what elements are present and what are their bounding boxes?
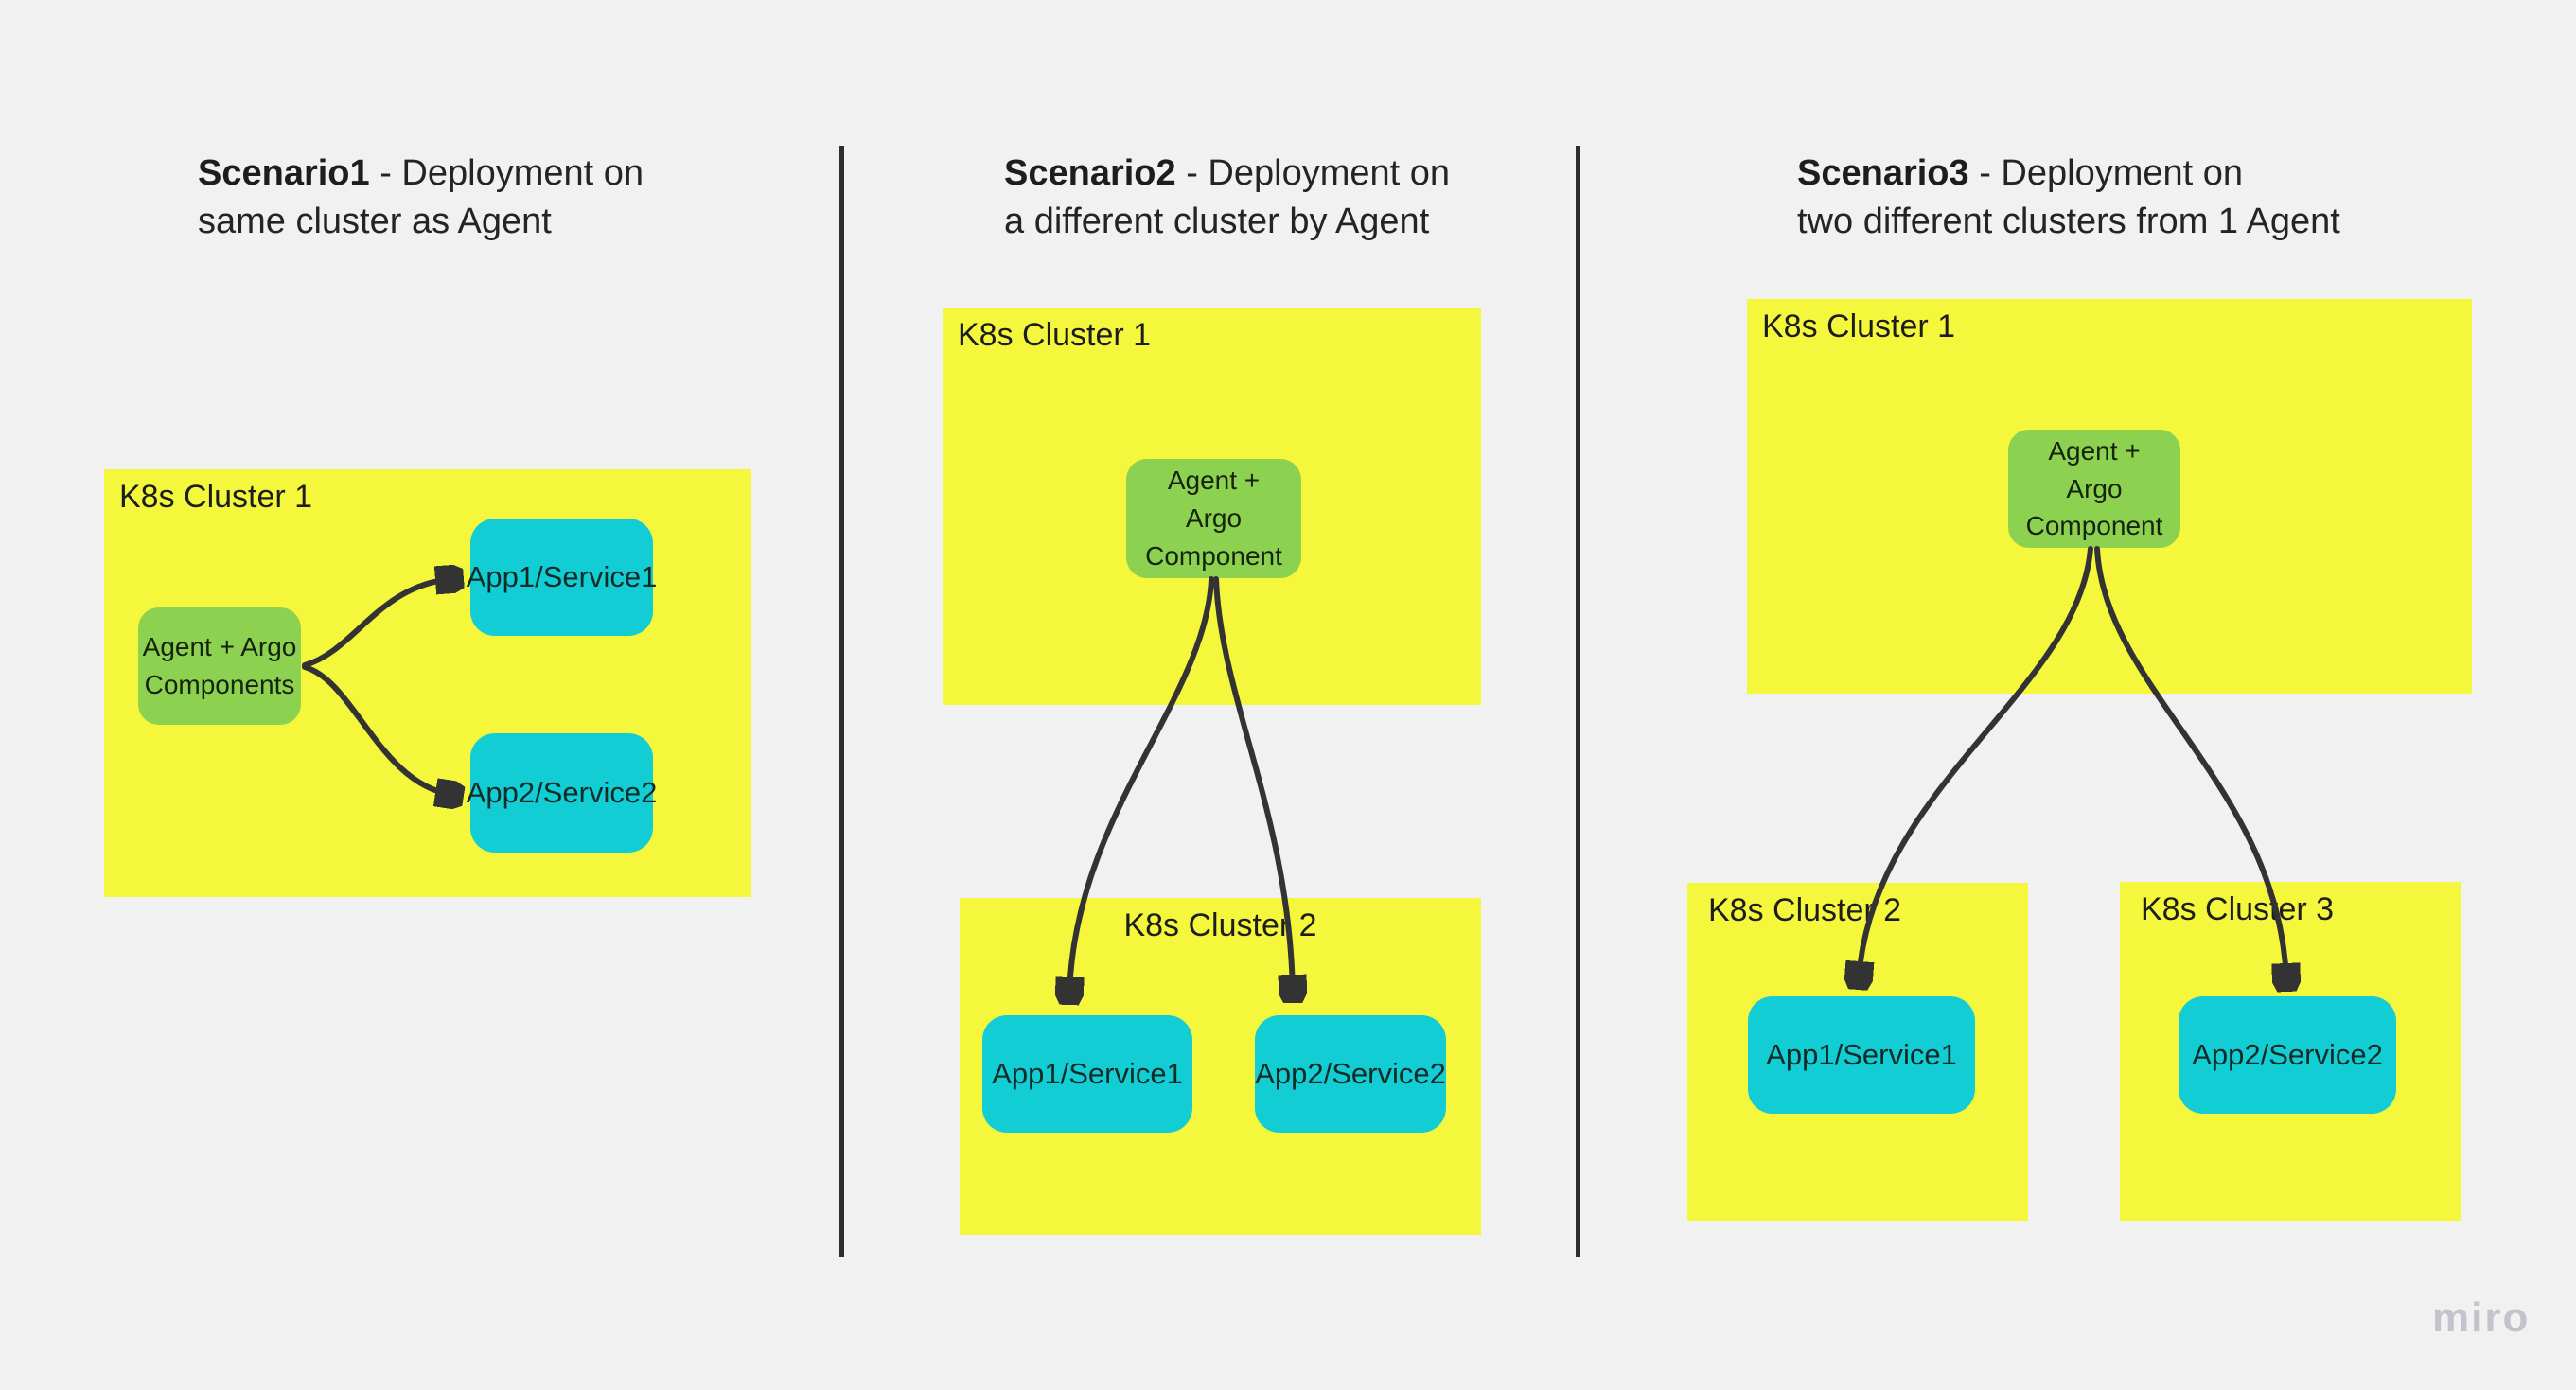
s2-app2-box[interactable]: App2/Service2 — [1255, 1015, 1446, 1133]
s3-agent-line2: Argo — [2066, 473, 2123, 503]
scenario2-title-line2: a different cluster by Agent — [1004, 201, 1430, 241]
s1-agent-box[interactable]: Agent + Argo Components — [138, 607, 301, 725]
s1-agent-line2: Components — [144, 670, 295, 699]
s2-app1-box[interactable]: App1/Service1 — [982, 1015, 1192, 1133]
s2-cluster1-label: K8s Cluster 1 — [958, 317, 1152, 353]
s2-app1-label: App1/Service1 — [992, 1057, 1183, 1090]
scenario-divider-line-2[interactable] — [1576, 146, 1580, 1257]
s3-app1-box[interactable]: App1/Service1 — [1748, 996, 1975, 1114]
s3-agent-line3: Component — [2025, 511, 2163, 541]
scenario2-title-bold: Scenario2 — [1004, 153, 1176, 193]
scenario-divider-line-1[interactable] — [839, 146, 844, 1257]
s2-agent-box[interactable]: Agent + Argo Component — [1126, 459, 1301, 578]
s3-cluster2-label: K8s Cluster 2 — [1708, 892, 1902, 928]
s2-agent-line1: Agent + — [1167, 466, 1261, 496]
s1-app1-label: App1/Service1 — [466, 560, 658, 593]
s3-cluster1-label: K8s Cluster 1 — [1762, 308, 1956, 344]
scenario1-title-line1: Scenario1 - Deployment on — [198, 153, 644, 193]
scenario3-title-line2: two different clusters from 1 Agent — [1797, 201, 2340, 241]
s3-cluster3-label: K8s Cluster 3 — [2141, 891, 2335, 927]
s1-cluster1-label: K8s Cluster 1 — [119, 479, 313, 515]
scenario2-title-line1: Scenario2 - Deployment on — [1004, 153, 1451, 193]
scenario1-title[interactable]: Scenario1 - Deployment on same cluster a… — [198, 150, 644, 246]
s3-app2-box[interactable]: App2/Service2 — [2179, 996, 2396, 1114]
scenario3-title-line1: Scenario3 - Deployment on — [1797, 153, 2244, 193]
s1-app1-box[interactable]: App1/Service1 — [467, 519, 657, 636]
scenario3-title[interactable]: Scenario3 - Deployment on two different … — [1797, 150, 2340, 246]
s3-agent-box[interactable]: Agent + Argo Component — [2008, 430, 2180, 548]
scenario2-title[interactable]: Scenario2 - Deployment on a different cl… — [1004, 150, 1450, 246]
s2-app2-label: App2/Service2 — [1255, 1057, 1446, 1090]
s1-app2-box[interactable]: App2/Service2 — [467, 733, 657, 853]
miro-watermark: miro — [2432, 1294, 2531, 1341]
s2-agent-line3: Component — [1145, 540, 1282, 571]
s1-app2-label: App2/Service2 — [466, 776, 658, 809]
s2-cluster2-label: K8s Cluster 2 — [1123, 907, 1317, 943]
s2-agent-line2: Argo — [1185, 503, 1243, 534]
scenario1-title-bold: Scenario1 — [198, 153, 370, 193]
scenario3-title-bold: Scenario3 — [1797, 153, 1969, 193]
scenario1-title-line2: same cluster as Agent — [198, 201, 552, 241]
s3-app1-label: App1/Service1 — [1766, 1038, 1957, 1071]
s1-agent-line1: Agent + Argo — [142, 632, 297, 662]
s3-agent-line1: Agent + — [2048, 435, 2141, 466]
s3-app2-label: App2/Service2 — [2192, 1038, 2383, 1071]
